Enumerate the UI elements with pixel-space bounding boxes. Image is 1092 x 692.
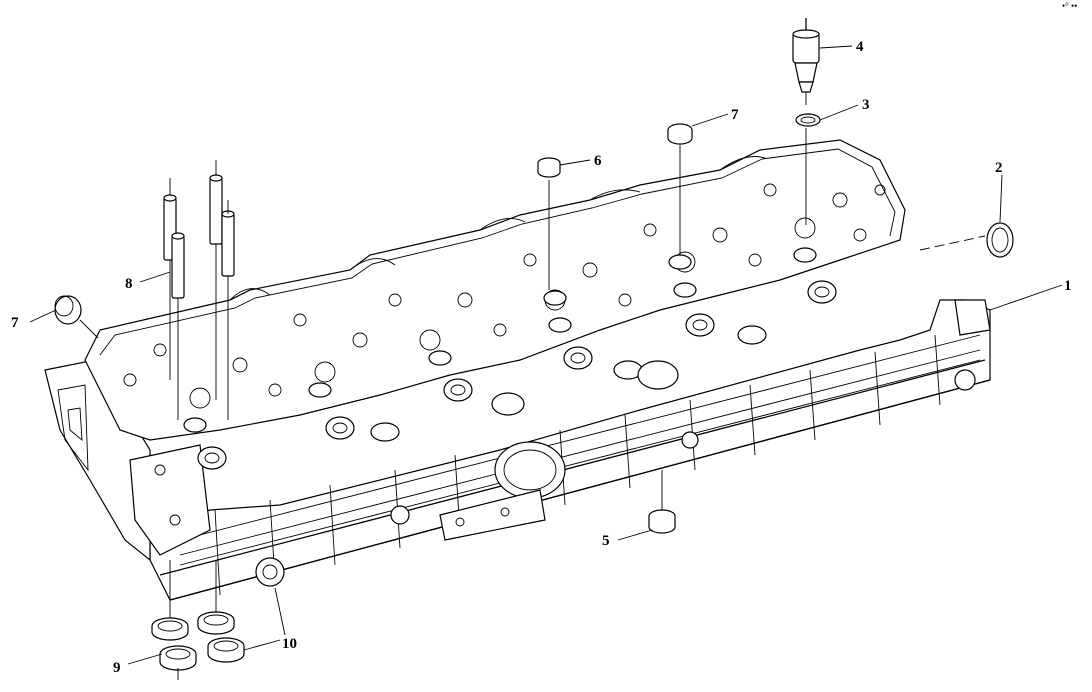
part-2-plug <box>919 222 1014 258</box>
part-9-seat-rings <box>151 560 197 680</box>
callout-4: 4 <box>856 39 864 55</box>
corner-mark: •° •• <box>1062 1 1077 11</box>
callout-7-upper: 7 <box>731 107 739 123</box>
callout-3: 3 <box>862 97 870 113</box>
leader-lines <box>29 45 1063 665</box>
part-6-cup-plug <box>537 157 561 290</box>
callout-7-left: 7 <box>11 315 19 331</box>
part-8-dowel-tubes <box>163 160 235 420</box>
cylinder-head-body <box>44 299 991 601</box>
callout-1: 1 <box>1064 278 1072 294</box>
part-7-cup-plug-upper <box>667 123 693 255</box>
valve-spring-seats <box>183 247 817 433</box>
part-5-core-plug <box>648 470 676 534</box>
deck-holes <box>123 183 886 409</box>
cylinder-head-top-deck <box>84 139 906 470</box>
part-4-injector-sleeve <box>792 18 820 105</box>
callout-9: 9 <box>113 660 121 676</box>
callout-5: 5 <box>602 533 610 549</box>
callout-6: 6 <box>594 153 602 169</box>
callout-2: 2 <box>995 160 1003 176</box>
injector-bosses <box>197 280 837 470</box>
callout-10: 10 <box>282 636 297 652</box>
callout-labels: 1 2 3 4 5 6 7 7 8 9 10 <box>11 39 1072 676</box>
part-10-seat-rings <box>197 560 245 663</box>
part-7-cup-plug-left <box>54 295 99 339</box>
callout-8: 8 <box>125 276 133 292</box>
